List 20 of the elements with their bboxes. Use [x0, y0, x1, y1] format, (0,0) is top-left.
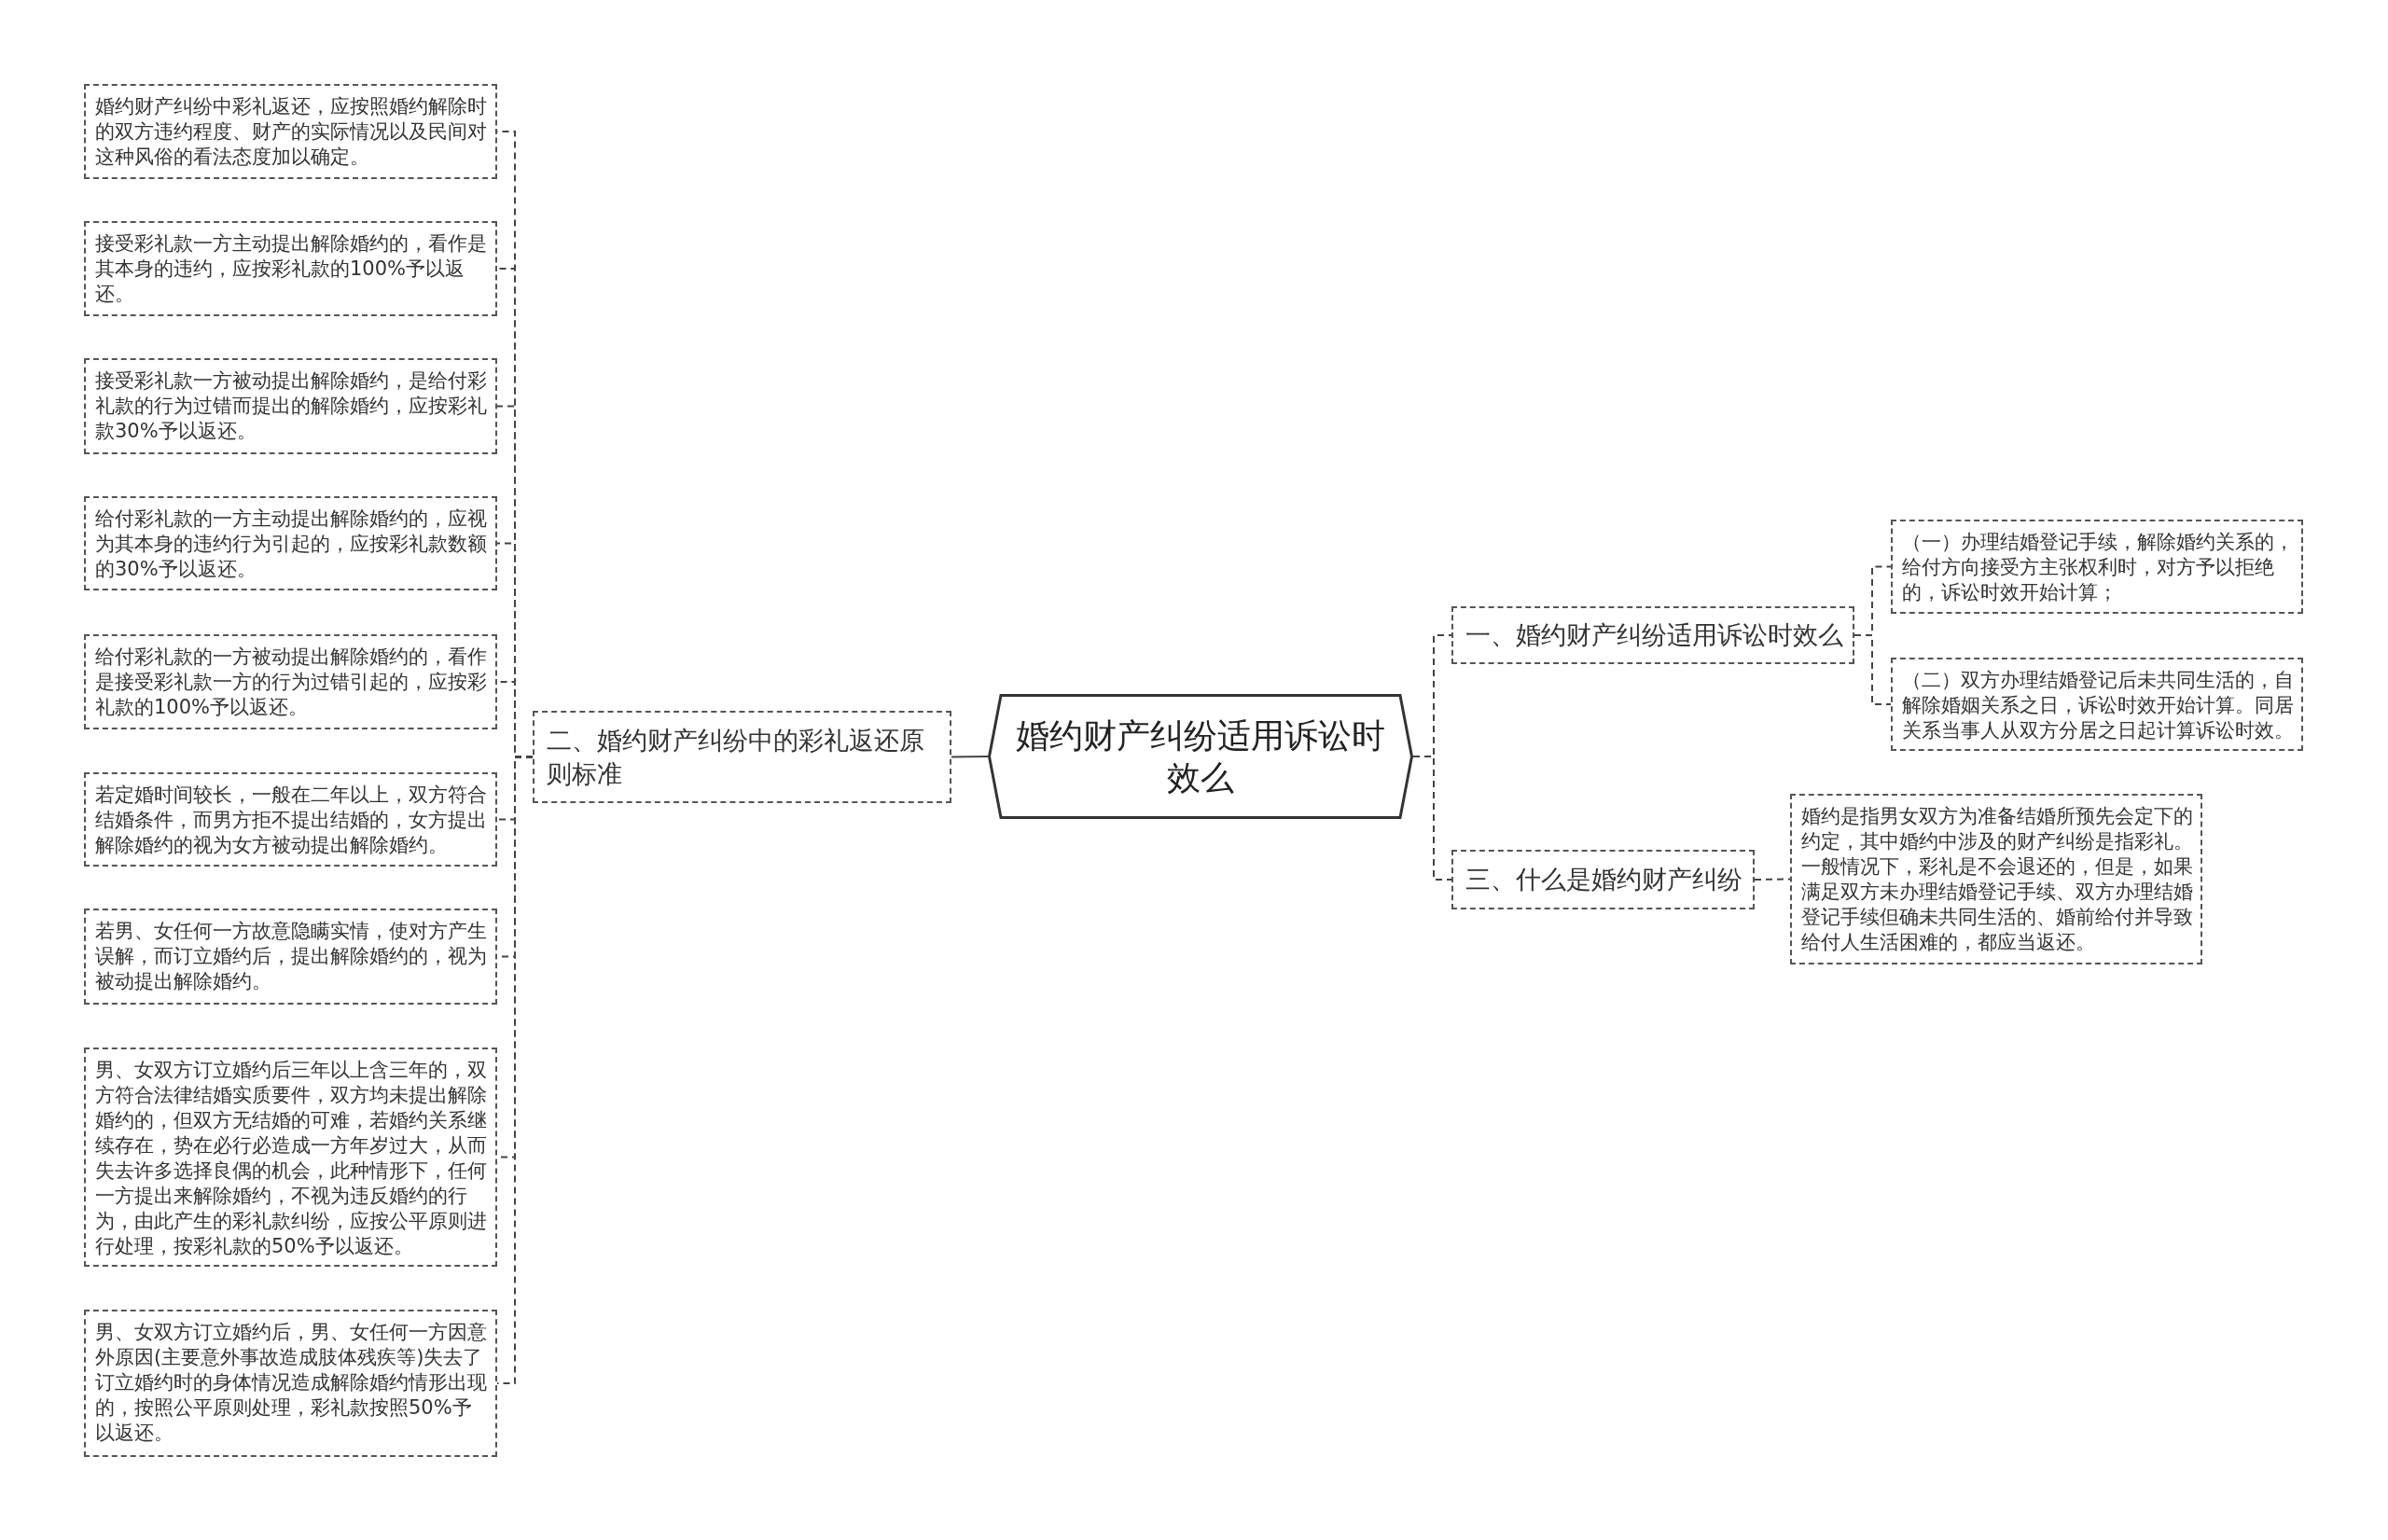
branch-topic-box: 一、婚约财产纠纷适用诉讼时效么: [1451, 606, 1854, 664]
detail-text-box: 若男、女任何一方故意隐瞒实情，使对方产生误解，而订立婚约后，提出解除婚约的，视为被动提出解除婚约。: [84, 909, 497, 1005]
detail-text-box: 若定婚时间较长，一般在二年以上，双方符合结婚条件，而男方拒不提出结婚的，女方提出解除婚约的视为女方被动提出解除婚约。: [84, 772, 497, 867]
detail-text-box: 给付彩礼款的一方主动提出解除婚约的，应视为其本身的违约行为引起的，应按彩礼款数额的30%予以返还。: [84, 496, 497, 590]
central-topic: 婚约财产纠纷适用诉讼时效么: [988, 694, 1413, 819]
branch-topic-box: 三、什么是婚约财产纠纷: [1451, 850, 1755, 909]
detail-text-box: （二）双方办理结婚登记后未共同生活的，自解除婚姻关系之日，诉讼时效开始计算。同居关系当事人从双方分居之日起计算诉讼时效。: [1891, 658, 2303, 751]
detail-text-box: 接受彩礼款一方主动提出解除婚约的，看作是其本身的违约，应按彩礼款的100%予以返还。: [84, 221, 497, 316]
connector-line: [1754, 878, 1791, 881]
detail-text-box: 婚约财产纠纷中彩礼返还，应按照婚约解除时的双方违约程度、财产的实际情况以及民间对这种风俗的看法态度加以确定。: [84, 84, 497, 179]
connector-line: [1853, 634, 1892, 705]
detail-text-box: 男、女双方订立婚约后三年以上含三年的，双方符合法律结婚实质要件，双方均未提出解除婚约的，但双方无结婚的可难，若婚约关系继续存在，势在必行必造成一方年岁过大，从而失去许多选择良偶的机会，此种情形下，任何一方提出来解除婚约，不视为违反婚约的行为，由此产生的彩礼款纠纷，应按公平原则进行处理，按彩礼款的50%予以返还。: [84, 1047, 497, 1267]
connector-line: [951, 756, 989, 758]
detail-text-box: 男、女双方订立婚约后，男、女任何一方因意外原因(主要意外事故造成肢体残疾等)失去了订立婚约时的身体情况造成解除婚约情形出现的，按照公平原则处理，彩礼款按照50%予以返还。: [84, 1310, 497, 1457]
detail-text-box: 接受彩礼款一方被动提出解除婚约，是给付彩礼款的行为过错而提出的解除婚约，应按彩礼款30%予以返还。: [84, 358, 497, 454]
detail-text-box: 婚约是指男女双方为准备结婚所预先会定下的约定，其中婚约中涉及的财产纠纷是指彩礼。一般情况下，彩礼是不会退还的，但是，如果满足双方未办理结婚登记手续、双方办理结婚登记手续但确未共同生活的、婚前给付并导致给付人生活困难的，都应当返还。: [1790, 794, 2202, 964]
connector-line: [1412, 756, 1452, 881]
detail-text-box: 给付彩礼款的一方被动提出解除婚约的，看作是接受彩礼款一方的行为过错引起的，应按彩礼款的100%予以返还。: [84, 634, 497, 729]
detail-text-box: （一）办理结婚登记手续，解除婚约关系的，给付方向接受方主张权利时，对方予以拒绝的，诉讼时效开始计算；: [1891, 520, 2303, 614]
branch-topic-box: 二、婚约财产纠纷中的彩礼返还原则标准: [533, 711, 951, 803]
